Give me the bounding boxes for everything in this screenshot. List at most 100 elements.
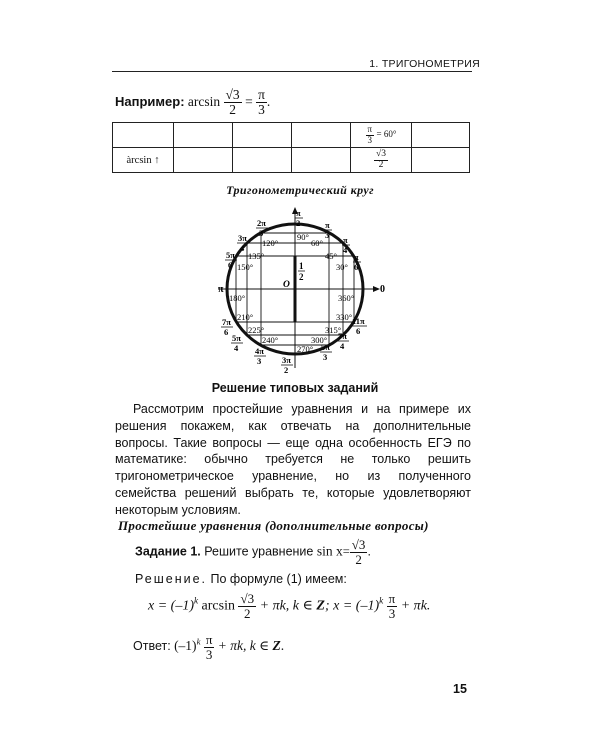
formula-fraction: √3 2 bbox=[238, 591, 257, 621]
answer-line: Ответ: (–1)k π 3 + πk, k ∈ Z. bbox=[133, 633, 284, 661]
task-eq: = bbox=[342, 544, 350, 559]
rad-270-den: 2 bbox=[284, 365, 288, 375]
example-label: Например: bbox=[115, 93, 185, 109]
answer-end: . bbox=[280, 638, 285, 654]
deg-60: 60° bbox=[311, 238, 323, 248]
rad-45-den: 4 bbox=[343, 245, 348, 255]
table-deg: = 60° bbox=[376, 129, 397, 140]
task-lhs: sin x bbox=[316, 543, 343, 559]
table-row: àrcsin ↑ √3 2 bbox=[112, 147, 470, 173]
example-line: Например: arcsin √3 2 = π 3 . bbox=[115, 87, 271, 118]
deg-270: 270° bbox=[297, 344, 313, 354]
rad-120-num: 2π bbox=[257, 218, 266, 228]
formula-num: √3 bbox=[238, 591, 257, 607]
formula-exp: k bbox=[379, 595, 384, 606]
deg-120: 120° bbox=[262, 238, 278, 248]
page-number: 15 bbox=[453, 682, 467, 696]
table-cell: π 3 = 60° bbox=[350, 122, 412, 148]
radian-labels: π 2 2π 3 3π 4 5π 6 π 3 π 4 π 6 7π 6 5π 4 bbox=[221, 208, 367, 375]
deg-225: 225° bbox=[248, 325, 264, 335]
rad-300-den: 3 bbox=[323, 352, 327, 362]
rad-210-num: 7π bbox=[222, 317, 231, 327]
table-cell: √3 2 bbox=[350, 147, 412, 173]
y-axis-arrow bbox=[292, 207, 298, 214]
table-row-label: àrcsin ↑ bbox=[112, 147, 174, 173]
table-cell bbox=[173, 147, 233, 173]
rad-120-den: 3 bbox=[259, 228, 263, 238]
half-den: 2 bbox=[299, 272, 304, 282]
deg-330: 330° bbox=[336, 312, 352, 322]
rad-135-num: 3π bbox=[238, 233, 247, 243]
rad-90-den: 2 bbox=[296, 218, 300, 228]
example-end: . bbox=[266, 93, 271, 109]
deg-90: 90° bbox=[297, 232, 309, 242]
task-fraction: √3 2 bbox=[349, 538, 368, 567]
table-cell bbox=[232, 122, 292, 148]
deg-210: 210° bbox=[237, 312, 253, 322]
origin-label: O bbox=[283, 280, 290, 290]
solution-text: По формуле (1) имеем: bbox=[210, 572, 347, 586]
rad-150-num: 5π bbox=[226, 250, 235, 260]
deg-240: 240° bbox=[262, 335, 278, 345]
section-heading-simple: Простейшие уравнения (дополнительные воп… bbox=[118, 518, 429, 533]
formula-den2: 3 bbox=[388, 605, 396, 621]
rad-90-num: π bbox=[296, 208, 301, 218]
deg-180: 180° bbox=[229, 293, 245, 303]
task-den: 2 bbox=[355, 551, 362, 567]
table-cell bbox=[173, 122, 233, 148]
example-eq: = bbox=[245, 93, 253, 109]
answer-z: Z bbox=[272, 638, 281, 654]
rad-330-den: 6 bbox=[356, 326, 360, 336]
formula-func: arcsin bbox=[198, 598, 235, 614]
trig-circle-figure: 90° 120° 135° 150° 60° 45° 30° 180° 360°… bbox=[218, 207, 385, 375]
rad-60-den: 3 bbox=[325, 230, 329, 240]
rad-225-den: 4 bbox=[234, 343, 239, 353]
formula-part: + πk. bbox=[400, 598, 431, 614]
intro-paragraph: Рассмотрим простейшие уравнения и на при… bbox=[115, 401, 471, 519]
solution-label: Решение. bbox=[135, 572, 208, 586]
example-rnum: π bbox=[256, 87, 267, 104]
pi-label: π bbox=[218, 284, 224, 295]
task-end: . bbox=[367, 544, 371, 559]
formula-part: + πk, k ∈ bbox=[259, 598, 317, 614]
formula-z: Z bbox=[316, 598, 325, 614]
example-den: 2 bbox=[229, 102, 236, 118]
example-rden: 3 bbox=[258, 102, 265, 118]
formula-den: 2 bbox=[244, 605, 251, 621]
table-pi-num: π bbox=[365, 124, 375, 136]
formula-num2: π bbox=[386, 591, 398, 607]
deg-45: 45° bbox=[325, 251, 337, 261]
example-func: arcsin bbox=[187, 93, 221, 109]
rad-330-num: 11π bbox=[352, 316, 365, 326]
table-cell bbox=[291, 147, 351, 173]
running-header: 1. ТРИГОНОМЕТРИЯ bbox=[369, 58, 480, 70]
deg-315: 315° bbox=[325, 325, 341, 335]
header-rule bbox=[112, 71, 472, 72]
table-cell bbox=[112, 122, 174, 148]
task-label: Задание 1. bbox=[135, 544, 201, 559]
task-text: Решите уравнение bbox=[204, 544, 314, 559]
deg-300: 300° bbox=[311, 335, 327, 345]
arcsin-table: π 3 = 60° àrcsin ↑ √3 2 bbox=[112, 122, 470, 173]
deg-135: 135° bbox=[248, 251, 264, 261]
task-1: Задание 1. Решите уравнение sin x= √3 2 … bbox=[135, 538, 371, 566]
x-axis-arrow bbox=[373, 286, 380, 292]
rad-240-num: 4π bbox=[255, 346, 264, 356]
rad-315-den: 4 bbox=[340, 341, 345, 351]
deg-30: 30° bbox=[336, 262, 348, 272]
rad-240-den: 3 bbox=[257, 356, 261, 366]
solution-line: Решение. По формуле (1) имеем: bbox=[135, 572, 347, 586]
table-row: π 3 = 60° bbox=[112, 122, 470, 148]
answer-exp: k bbox=[196, 636, 201, 647]
rad-315-num: 7π bbox=[338, 331, 347, 341]
rad-225-num: 5π bbox=[232, 333, 241, 343]
rad-60-num: π bbox=[325, 220, 330, 230]
formula-fraction-2: π 3 bbox=[386, 591, 398, 621]
rad-150-den: 6 bbox=[228, 260, 232, 270]
table-cell bbox=[291, 122, 351, 148]
table-sqrt-den: 2 bbox=[378, 159, 384, 170]
example-result-fraction: π 3 bbox=[256, 87, 267, 118]
rad-30-num: π bbox=[354, 252, 359, 262]
answer-part: (–1) bbox=[174, 638, 197, 654]
circle-caption: Тригонометрический круг bbox=[226, 183, 374, 197]
